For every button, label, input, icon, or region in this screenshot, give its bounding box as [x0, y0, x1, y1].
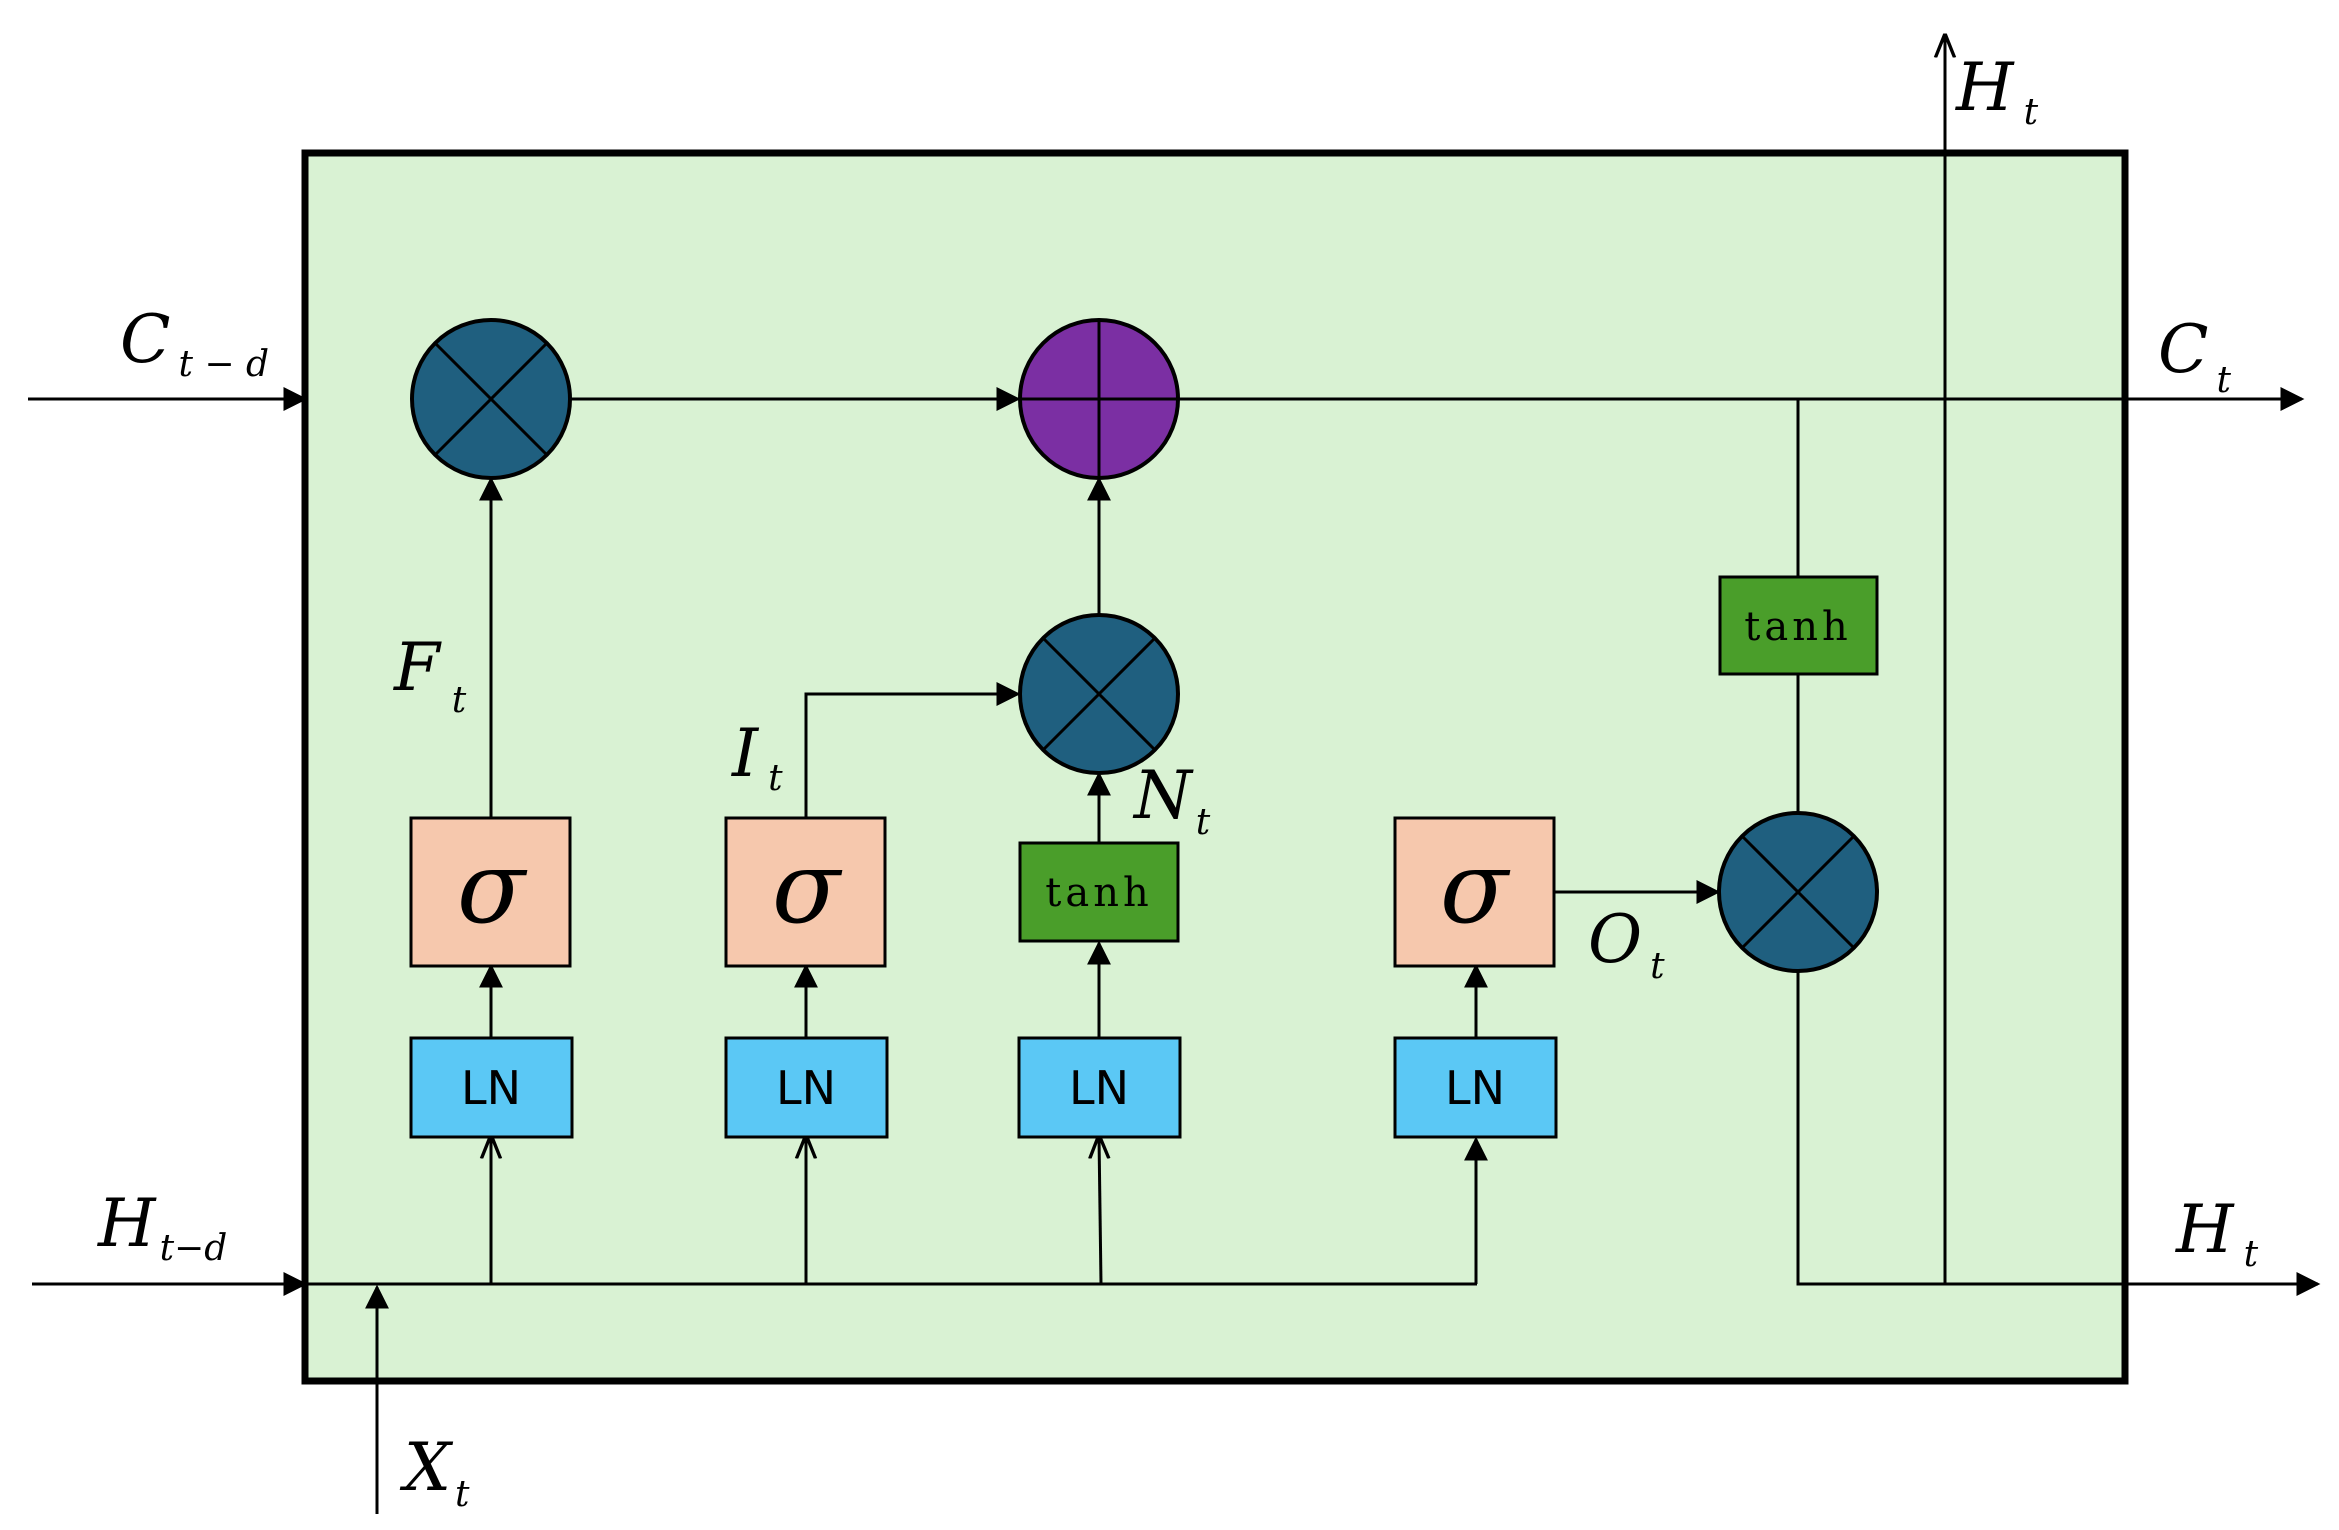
- forget-multiply-node: [410, 318, 572, 480]
- input-multiply-node: [1018, 613, 1180, 775]
- it-wire: [804, 682, 1021, 818]
- output-tanh-box: tanh: [1718, 575, 1879, 676]
- output-multiply-node: [1717, 811, 1879, 973]
- sigma-label: σ: [1440, 829, 1511, 946]
- ln-box-candidate: LN: [1017, 1036, 1182, 1139]
- bus-to-ln3: [1099, 1137, 1101, 1285]
- ln-box-input: LN: [724, 1036, 889, 1139]
- input-gate-box: σ: [724, 816, 887, 968]
- cell-box: [301, 149, 2129, 1385]
- candidate-tanh-box: tanh: [1018, 841, 1180, 943]
- sigma-label: σ: [457, 829, 528, 946]
- ln-box-output: LN: [1393, 1036, 1558, 1139]
- tanh-label: tanh: [1744, 604, 1851, 650]
- ln-box-forget: LN: [409, 1036, 574, 1139]
- ln-label: LN: [1445, 1061, 1505, 1115]
- add-node: [1018, 318, 1180, 480]
- ln-label: LN: [776, 1061, 836, 1115]
- forget-gate-box: σ: [409, 816, 572, 968]
- sigma-label: σ: [772, 829, 843, 946]
- h-out-path: [1796, 972, 2321, 1296]
- output-gate-box: σ: [1393, 816, 1556, 968]
- ln-label: LN: [1069, 1061, 1129, 1115]
- ln-label: LN: [461, 1061, 521, 1115]
- tanh-label: tanh: [1045, 870, 1152, 916]
